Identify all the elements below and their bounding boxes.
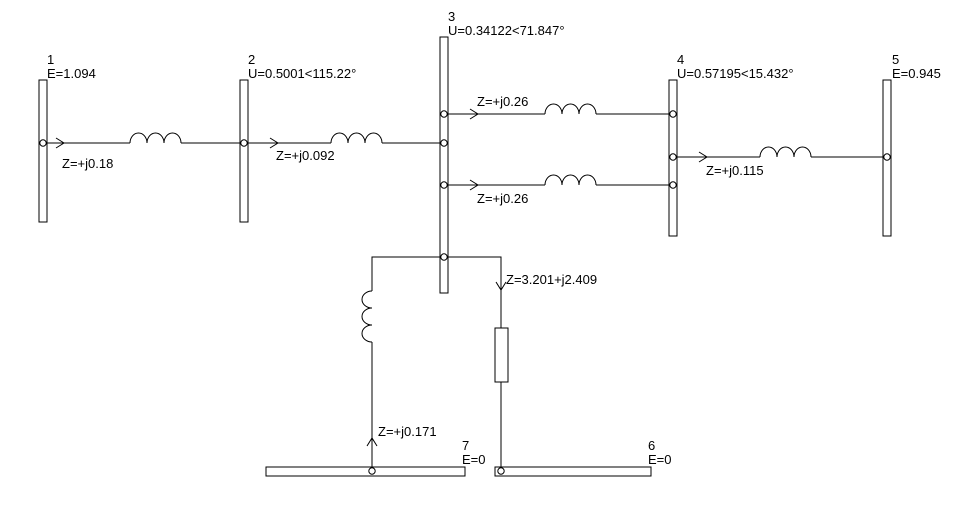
- bus-2-number: 2: [248, 52, 255, 67]
- bus-4-value: U=0.57195<15.432°: [677, 66, 794, 81]
- node-circle-icon: [497, 467, 505, 475]
- arrow-icon: [495, 281, 507, 291]
- node-circle-icon: [669, 181, 677, 189]
- bus-7-bar: [265, 466, 466, 477]
- arrow-icon: [366, 437, 378, 447]
- branch-3-4-lower: [444, 174, 673, 191]
- arrow-icon: [469, 108, 479, 120]
- inductor-icon: [361, 290, 373, 343]
- node-circle-icon: [440, 110, 448, 118]
- branch-4-5: [673, 146, 887, 163]
- inductor-icon: [330, 132, 383, 144]
- inductor-icon: [129, 132, 182, 144]
- bus-5-value: E=0.945: [892, 66, 941, 81]
- bus-3-value: U=0.34122<71.847°: [448, 23, 565, 38]
- branch-3-4-upper-impedance: Z=+j0.26: [477, 94, 528, 109]
- arrow-icon: [469, 179, 479, 191]
- branch-3-6: [444, 256, 509, 471]
- node-circle-icon: [669, 153, 677, 161]
- bus-6-value: E=0: [648, 452, 672, 467]
- bus-1-number: 1: [47, 52, 54, 67]
- branch-1-2: [43, 132, 244, 149]
- branch-3-4-upper: [444, 103, 673, 120]
- node-circle-icon: [440, 181, 448, 189]
- arrow-icon: [55, 137, 65, 149]
- bus-2-value: U=0.5001<115.22°: [248, 66, 356, 81]
- bus-6-number: 6: [648, 438, 655, 453]
- node-circle-icon: [883, 153, 891, 161]
- branch-1-2-impedance: Z=+j0.18: [62, 156, 113, 171]
- arrow-icon: [698, 151, 708, 163]
- branch-3-6-impedance: Z=3.201+j2.409: [506, 272, 597, 287]
- bus-3-bar: [439, 36, 449, 294]
- inductor-icon: [544, 103, 597, 115]
- node-circle-icon: [240, 139, 248, 147]
- branch-3-4-lower-impedance: Z=+j0.26: [477, 191, 528, 206]
- inductor-icon: [759, 146, 812, 158]
- bus-1-value: E=1.094: [47, 66, 96, 81]
- bus-7-number: 7: [462, 438, 469, 453]
- resistor-icon: [494, 327, 509, 383]
- node-circle-icon: [39, 139, 47, 147]
- branch-3-7-impedance: Z=+j0.171: [378, 424, 437, 439]
- bus-7-value: E=0: [462, 452, 486, 467]
- inductor-icon: [544, 174, 597, 186]
- branch-2-3: [244, 132, 444, 149]
- bus-5-number: 5: [892, 52, 899, 67]
- branch-4-5-impedance: Z=+j0.115: [706, 163, 764, 178]
- branch-3-7: [361, 256, 444, 471]
- node-circle-icon: [440, 139, 448, 147]
- branch-2-3-impedance: Z=+j0.092: [276, 148, 335, 163]
- node-circle-icon: [669, 110, 677, 118]
- bus-6-bar: [494, 466, 652, 477]
- bus-1-bar: [38, 79, 48, 223]
- node-circle-icon: [440, 253, 448, 261]
- bus-2-bar: [239, 79, 249, 223]
- bus-3-number: 3: [448, 9, 455, 24]
- node-circle-icon: [368, 467, 376, 475]
- bus-4-number: 4: [677, 52, 684, 67]
- arrow-icon: [269, 137, 279, 149]
